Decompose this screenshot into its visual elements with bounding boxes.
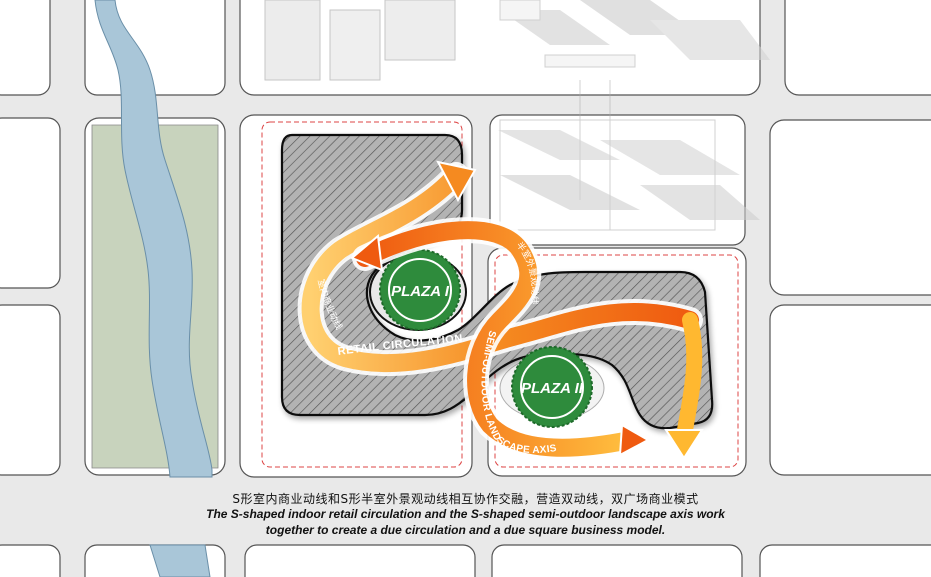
retail-arrowhead-south: [664, 429, 704, 460]
plaza-ii-badge: PLAZA II: [511, 346, 593, 428]
landscape-arrowhead-west: [350, 234, 384, 272]
context-buildings: [264, 0, 770, 231]
plaza-i-label: PLAZA I: [391, 283, 450, 300]
retail-arrowhead-north: [436, 160, 477, 203]
river: [94, 0, 213, 478]
caption-english-line1: The S-shaped indoor retail circulation a…: [206, 507, 725, 521]
plaza-i-badge: PLAZA I: [379, 249, 461, 331]
landscape-axis-arrow: [350, 217, 651, 461]
caption-chinese: S形室内商业动线和S形半室外景观动线相互协作交融，营造双动线，双广场商业模式: [232, 492, 699, 506]
river-bottom: [149, 544, 211, 577]
landscape-arrowhead-east: [618, 423, 651, 457]
retail-circulation-arrow: [297, 160, 704, 460]
plaza-ii-label: PLAZA II: [521, 380, 584, 397]
caption-english-line2: together to create a due circulation and…: [265, 523, 666, 537]
